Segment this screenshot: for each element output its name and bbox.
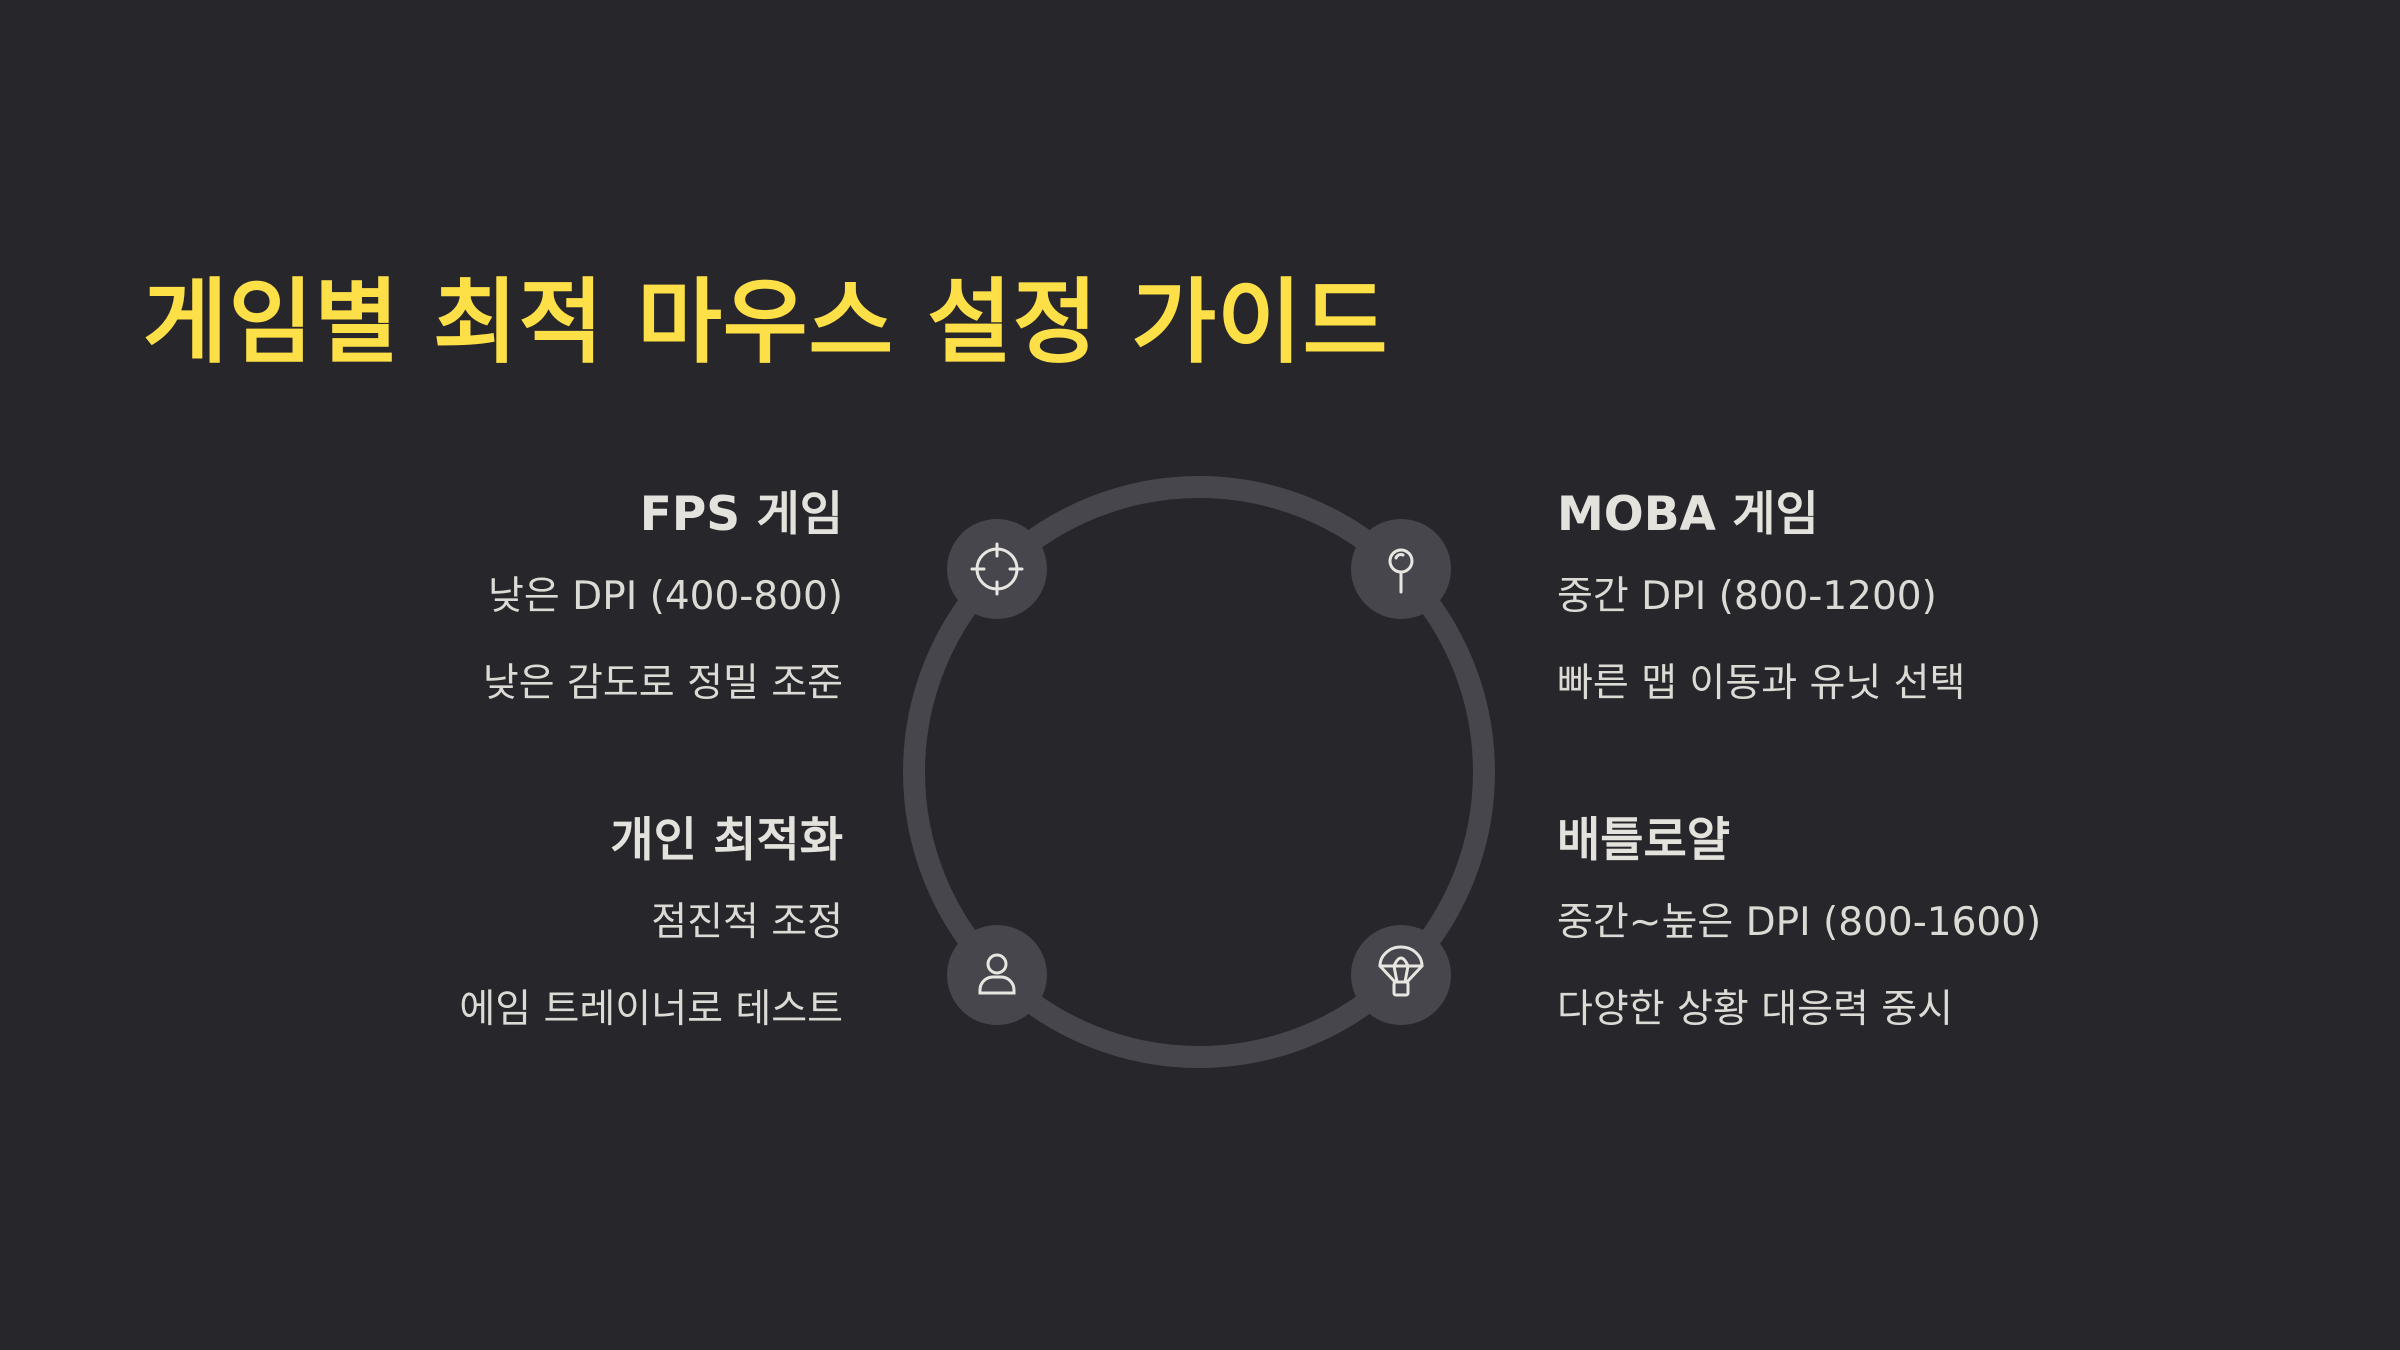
node-personal <box>947 925 1047 1025</box>
node-fps <box>947 519 1047 619</box>
parachute-icon <box>1378 945 1424 997</box>
fps-dpi-text: 낮은 DPI (400-800) <box>488 574 843 619</box>
section-moba: MOBA 게임 중간 DPI (800-1200) 빠른 맵 이동과 유닛 선택 <box>1557 485 2277 709</box>
section-battle-royale: 배틀로얄 중간~높은 DPI (800-1600) 다양한 상황 대응력 중시 <box>1557 811 2277 1035</box>
node-battle-royale <box>1351 925 1451 1025</box>
cycle-ring <box>903 476 1495 1068</box>
moba-dpi-text: 중간 DPI (800-1200) <box>1557 574 1937 619</box>
user-icon <box>978 953 1016 995</box>
battle-royale-dpi-text: 중간~높은 DPI (800-1600) <box>1557 900 2042 945</box>
node-moba <box>1351 519 1451 619</box>
section-fps: FPS 게임 낮은 DPI (400-800) 낮은 감도로 정밀 조준 <box>123 485 843 709</box>
fps-heading: FPS 게임 <box>639 487 843 542</box>
section-personal: 개인 최적화 점진적 조정 에임 트레이너로 테스트 <box>123 811 843 1035</box>
battle-royale-heading: 배틀로얄 <box>1557 813 1730 868</box>
crosshair-icon <box>970 542 1024 596</box>
battle-royale-description: 다양한 상황 대응력 중시 <box>1557 987 1953 1032</box>
fps-description: 낮은 감도로 정밀 조준 <box>482 661 843 706</box>
personal-step-text: 점진적 조정 <box>651 900 843 945</box>
moba-heading: MOBA 게임 <box>1557 487 1819 542</box>
personal-description: 에임 트레이너로 테스트 <box>459 987 843 1032</box>
map-pin-icon <box>1388 548 1414 594</box>
moba-description: 빠른 맵 이동과 유닛 선택 <box>1557 661 1966 706</box>
page-title: 게임별 최적 마우스 설정 가이드 <box>143 269 1389 376</box>
personal-heading: 개인 최적화 <box>610 813 843 868</box>
